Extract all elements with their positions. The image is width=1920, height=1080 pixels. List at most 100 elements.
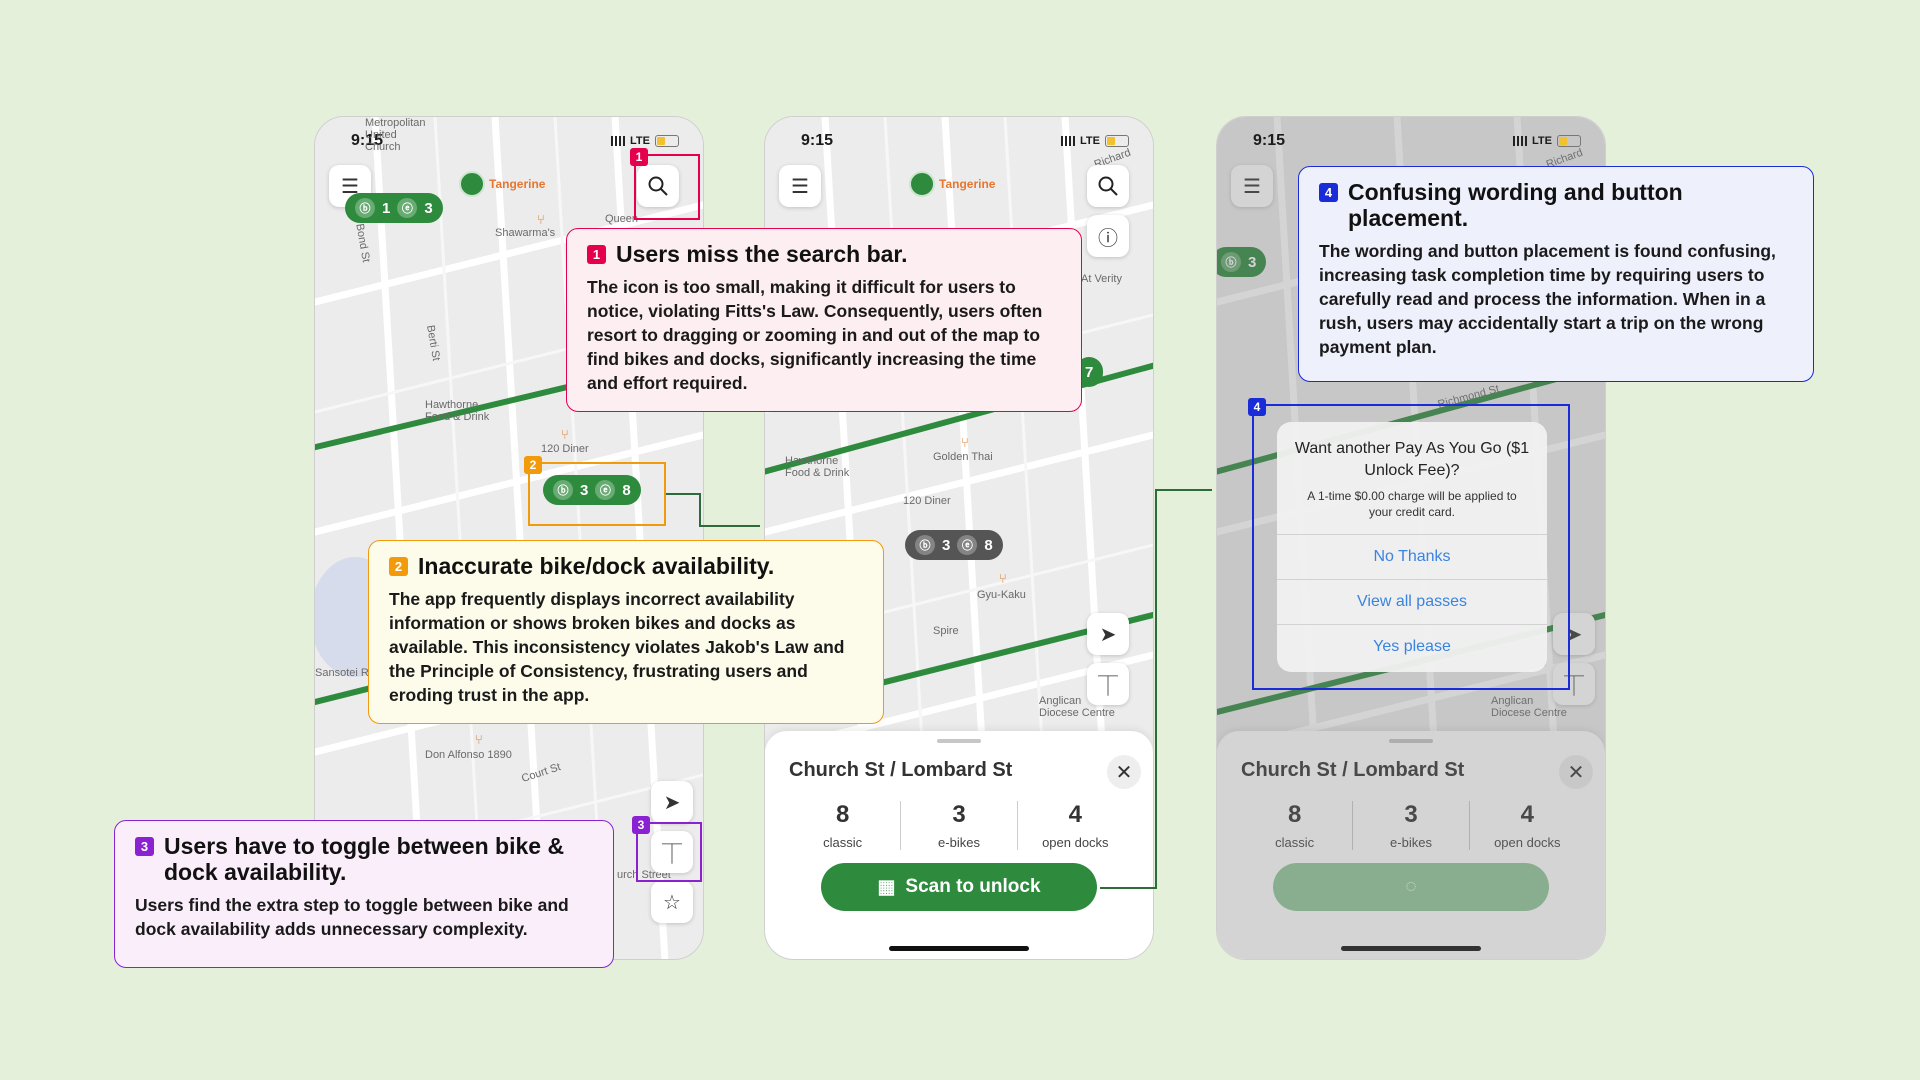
scan-to-unlock-button[interactable]: ▦Scan to unlock [821, 863, 1097, 911]
signal-icon [1061, 136, 1076, 146]
spinner-icon: ◌ [1405, 876, 1417, 897]
highlight-number: 1 [630, 148, 648, 166]
menu-icon: ☰ [1243, 175, 1261, 198]
station-title: Church St / Lombard St [789, 759, 1013, 781]
menu-icon: ☰ [791, 175, 809, 198]
highlight-3: 3 [632, 816, 702, 882]
stat-value: 3 [952, 801, 966, 828]
search-button[interactable] [637, 165, 679, 207]
pin-ebike-count: 8 [622, 481, 631, 499]
close-button[interactable]: ✕ [1559, 755, 1593, 789]
restaurant-icon: ⑂ [475, 732, 483, 747]
clock: 9:15 [801, 132, 834, 149]
map-label: Hawthorne Food & Drink [425, 399, 490, 423]
view-all-passes-button[interactable]: View all passes [1277, 579, 1547, 624]
callout-title: Users have to toggle between bike & dock… [164, 833, 565, 885]
battery-icon [1557, 135, 1581, 147]
stat-ebikes: 3 e-bikes [901, 801, 1018, 850]
map-label: Golden Thai [933, 451, 993, 463]
info-button[interactable]: ⓘ [1087, 215, 1129, 257]
locate-button[interactable]: ➤ [1087, 613, 1129, 655]
callout-number: 1 [587, 245, 606, 264]
callout-title: Users miss the search bar. [616, 241, 908, 267]
callout-number: 3 [135, 837, 154, 856]
bike-icon: ⓑ [553, 480, 573, 500]
ebike-icon: ⓔ [957, 535, 978, 555]
callout-body: Users find the extra step to toggle betw… [135, 895, 569, 939]
clock: 9:15 [1253, 132, 1286, 149]
dock-toggle-button[interactable]: ⏉ [1087, 663, 1129, 705]
clock: 9:15 [351, 132, 384, 149]
locate-icon: ➤ [663, 791, 681, 814]
no-thanks-button[interactable]: No Thanks [1277, 534, 1547, 579]
pin-classic-count: 3 [580, 481, 589, 499]
battery-icon [655, 135, 679, 147]
scan-label: Scan to unlock [905, 876, 1041, 897]
stat-label: open docks [1042, 835, 1109, 850]
signal-icon [1513, 136, 1528, 146]
ebike-icon: ⓔ [397, 198, 418, 218]
locate-button[interactable]: ➤ [651, 781, 693, 823]
station-pin[interactable]: ⓑ 1 ⓔ 3 [345, 193, 443, 223]
home-indicator [1341, 946, 1481, 951]
dock-toggle-button[interactable]: ⏉ [1553, 663, 1595, 705]
network-label: LTE [630, 135, 650, 147]
close-icon: ✕ [1115, 761, 1133, 784]
highlight-2: 2 [524, 456, 666, 526]
close-button[interactable]: ✕ [1107, 755, 1141, 789]
signal-icon [611, 136, 626, 146]
battery-icon [1105, 135, 1129, 147]
status-icons: LTE [611, 135, 679, 147]
search-button[interactable] [1087, 165, 1129, 207]
stat-label: e-bikes [938, 835, 980, 850]
city-seal-icon [459, 171, 485, 197]
station-title: Church St / Lombard St [1241, 759, 1465, 781]
menu-button[interactable]: ☰ [779, 165, 821, 207]
highlight-number: 4 [1248, 398, 1266, 416]
restaurant-icon: ⑂ [961, 435, 969, 450]
locate-icon: ➤ [1099, 623, 1117, 646]
map-label: At Verity [1081, 273, 1122, 285]
map-label: Anglican Diocese Centre [1491, 695, 1567, 719]
stat-value: 4 [1520, 801, 1534, 828]
close-icon: ✕ [1567, 761, 1585, 784]
network-label: LTE [1532, 135, 1552, 147]
sheet-handle[interactable] [937, 739, 981, 743]
dock-toggle-button[interactable]: ⏉ [651, 831, 693, 873]
dock-icon: ⏉ [1098, 675, 1118, 698]
pin-classic-count: 1 [382, 199, 391, 217]
bike-icon: ⓑ [355, 198, 375, 218]
status-bar: 9:15 LTE [1253, 131, 1581, 151]
callout-body: The wording and button placement is foun… [1319, 241, 1776, 357]
home-indicator [889, 946, 1029, 951]
status-bar: 9:15 LTE [801, 131, 1129, 151]
search-icon [1098, 176, 1118, 196]
info-icon: ⓘ [1098, 227, 1118, 250]
highlight-4: 4 [1248, 398, 1570, 690]
map-label: 120 Diner [903, 495, 951, 507]
bike-icon: ⓑ [915, 535, 935, 555]
callout-number: 2 [389, 557, 408, 576]
brand-name: Tangerine [489, 177, 546, 191]
favorites-button[interactable]: ☆ [651, 881, 693, 923]
pin-count: 3 [1248, 253, 1257, 271]
dialog-message: A 1-time $0.00 charge will be applied to… [1307, 489, 1517, 519]
menu-button[interactable]: ☰ [1231, 165, 1273, 207]
yes-please-button[interactable]: Yes please [1277, 624, 1547, 669]
status-icons: LTE [1513, 135, 1581, 147]
map-label: Spire [933, 625, 959, 637]
restaurant-icon: ⑂ [561, 427, 569, 442]
map-label: Queen [605, 213, 639, 225]
sheet-handle[interactable] [1389, 739, 1433, 743]
callout-number: 4 [1319, 183, 1338, 202]
pin-ebike-count: 3 [424, 199, 433, 217]
pay-as-you-go-dialog: Want another Pay As You Go ($1 Unlock Fe… [1277, 422, 1547, 672]
dialog-title: Want another Pay As You Go ($1 Unlock Fe… [1294, 440, 1530, 479]
